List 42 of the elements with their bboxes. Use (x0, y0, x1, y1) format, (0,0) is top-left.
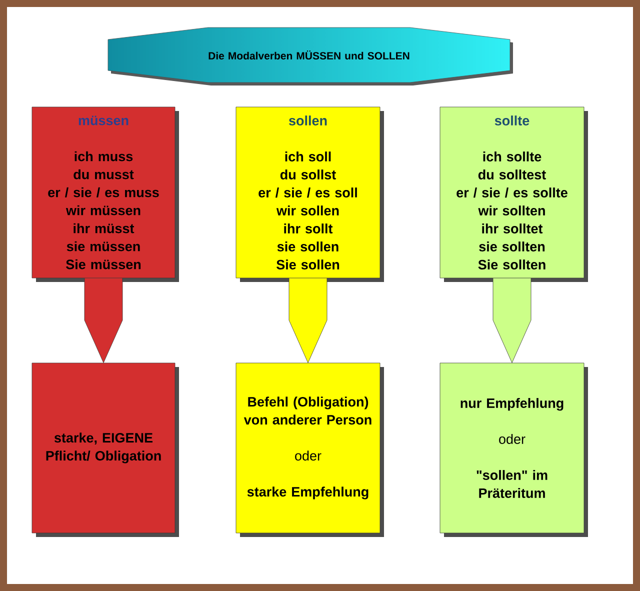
verb-box (236, 106, 384, 282)
connector-word: oder (499, 434, 526, 444)
meaning-text: "sollen" im Präteritum (476, 470, 548, 498)
conjugation-line: Sie sollen (276, 260, 340, 270)
meaning-text: nur Empfehlung (460, 398, 564, 411)
conjugation-line: ich sollte (483, 152, 542, 162)
verb-box (440, 106, 588, 282)
connector-word: oder (295, 450, 322, 461)
conjugation-line: Sie müssen (66, 259, 141, 270)
meaning-text: Befehl (Obligation) von anderer Person (244, 396, 372, 425)
conjugation-line: ihr sollt (284, 224, 333, 234)
conjugation-line: er / sie / es muss (48, 187, 159, 198)
conjugation-line: du solltest (478, 170, 546, 180)
pointer-arrow (288, 278, 328, 363)
conjugation-line: sie sollen (277, 242, 338, 252)
meaning-text: starke Empfehlung (247, 486, 368, 500)
conjugation-line: wir sollten (478, 206, 545, 216)
conjugation-line: ich soll (285, 152, 331, 162)
box-heading: sollen (288, 116, 327, 126)
conjugation-line: er / sie / es sollte (456, 188, 568, 198)
conjugation-line: ich muss (74, 151, 133, 162)
conjugation-line: du musst (74, 169, 134, 180)
box-heading: müssen (78, 116, 128, 126)
title-banner (108, 27, 513, 86)
meaning-box (32, 362, 179, 537)
conjugation-line: wir sollen (276, 206, 339, 216)
conjugation-line: du sollst (280, 170, 336, 180)
conjugation-line: sie müssen (66, 241, 140, 252)
conjugation-line: Sie sollten (478, 260, 546, 270)
conjugation-line: er / sie / es soll (258, 188, 357, 198)
meaning-text: starke, EIGENE Pflicht/ Obligation (46, 432, 161, 464)
pointer-arrow (492, 278, 532, 363)
conjugation-line: sie sollten (479, 242, 545, 252)
conjugation-line: ihr müsst (74, 223, 134, 234)
conjugation-line: ihr solltet (482, 224, 543, 234)
conjugation-line: wir müssen (66, 205, 140, 216)
meaning-box (440, 362, 588, 537)
verb-box (32, 106, 179, 282)
title-text: Die Modalverben MÜSSEN und SOLLEN (208, 50, 410, 60)
pointer-arrow (84, 278, 123, 363)
box-heading: sollte (494, 116, 530, 126)
meaning-box (236, 362, 384, 537)
